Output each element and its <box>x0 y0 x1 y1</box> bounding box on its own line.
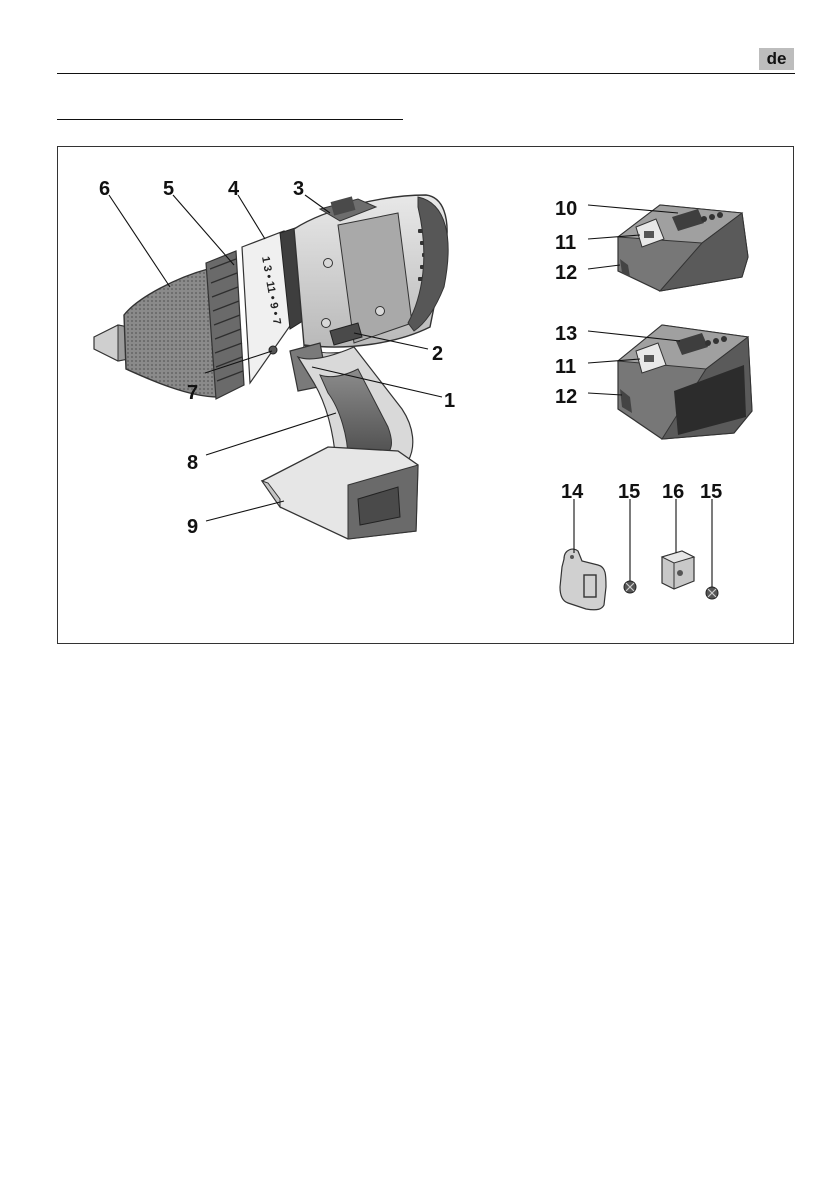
screw-1-illustration <box>624 581 636 593</box>
callout-16: 16 <box>662 481 684 503</box>
callout-13: 13 <box>555 323 577 345</box>
bit-holder-illustration <box>662 551 694 589</box>
callout-7: 7 <box>187 382 198 404</box>
callout-11-small-battery: 11 <box>555 232 576 254</box>
callout-12-small-battery: 12 <box>555 262 577 284</box>
callout-10: 10 <box>555 198 577 220</box>
drill-illustration: 1 3 • 11 • 9 • 7 <box>94 195 448 539</box>
callout-1: 1 <box>444 390 455 412</box>
callout-14: 14 <box>561 481 584 503</box>
language-badge: de <box>759 48 794 70</box>
callout-8: 8 <box>187 452 198 474</box>
callout-9: 9 <box>187 516 198 538</box>
section-title-rule <box>57 119 403 120</box>
header-rule <box>57 73 795 74</box>
belt-clip-illustration <box>560 549 606 610</box>
battery-large-illustration <box>618 325 752 439</box>
callout-3: 3 <box>293 178 304 200</box>
product-illustration: 1 3 • 11 • 9 • 7 <box>58 147 795 645</box>
callout-12-large-battery: 12 <box>555 386 577 408</box>
screw-2-illustration <box>706 587 718 599</box>
callout-5: 5 <box>163 178 174 200</box>
battery-small-illustration <box>618 205 748 291</box>
callout-6: 6 <box>99 178 110 200</box>
product-figure-frame: 1 3 • 11 • 9 • 7 <box>57 146 794 644</box>
callout-11-large-battery: 11 <box>555 356 576 378</box>
callout-15-left: 15 <box>618 481 640 503</box>
callout-4: 4 <box>228 178 240 200</box>
callout-2: 2 <box>432 343 443 365</box>
callout-15-right: 15 <box>700 481 722 503</box>
